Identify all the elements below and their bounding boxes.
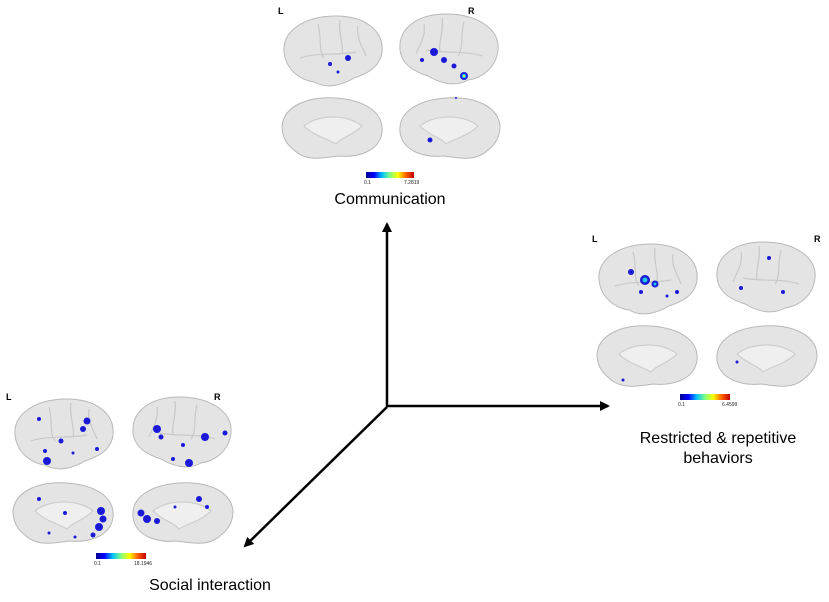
colorbar-min: 0.1	[678, 402, 685, 408]
brain-lateral-right	[716, 241, 816, 313]
colorbar-max: 18.1946	[134, 561, 153, 567]
brain-lateral-left	[283, 15, 383, 87]
left-hemisphere-label: L	[592, 234, 598, 244]
restricted-repetitive-panel: L R 0.1 6.4599	[590, 228, 828, 418]
brain-lateral-left	[14, 398, 114, 470]
colorbar-min: 0.1	[364, 180, 371, 186]
brain-medial-right	[132, 482, 234, 544]
colorbar	[366, 172, 414, 178]
social-interaction-panel: L R 0.1 18.1946	[2, 385, 242, 575]
brain-medial-right	[399, 97, 501, 159]
social-interaction-title: Social interaction	[149, 577, 271, 594]
brain-medial-left	[596, 325, 698, 387]
restricted-title-line2: behaviors	[683, 450, 753, 467]
colorbar-max: 7.2819	[404, 180, 420, 186]
right-hemisphere-label: R	[214, 392, 221, 402]
colorbar-max: 6.4599	[722, 402, 738, 408]
brain-lateral-left	[598, 243, 698, 315]
brain-lateral-right	[132, 396, 232, 468]
brain-medial-left	[281, 97, 383, 159]
right-hemisphere-label: R	[814, 234, 821, 244]
communication-panel: L R 0.1 7.2819	[268, 0, 508, 215]
axis-arrow-down-left	[243, 406, 388, 548]
colorbar-min: 0.1	[94, 561, 101, 567]
communication-title: Communication	[334, 191, 446, 208]
left-hemisphere-label: L	[278, 6, 284, 16]
brain-medial-left	[12, 482, 114, 544]
right-hemisphere-label: R	[468, 6, 475, 16]
left-hemisphere-label: L	[6, 392, 12, 402]
colorbar	[680, 394, 730, 400]
brain-medial-right	[716, 325, 818, 387]
colorbar	[96, 553, 146, 559]
restricted-repetitive-title: Restricted & repetitive behaviors	[618, 429, 818, 469]
brain-lateral-right	[399, 13, 499, 85]
restricted-title-line1: Restricted & repetitive	[639, 430, 797, 447]
